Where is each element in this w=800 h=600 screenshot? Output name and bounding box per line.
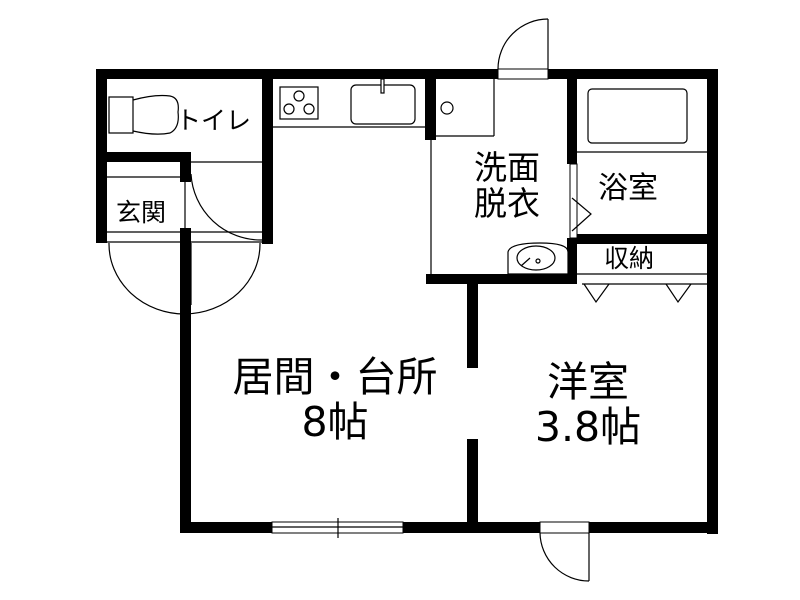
room-label-western-room-size: 3.8帖 (534, 403, 642, 452)
room-label-toilet: トイレ (176, 106, 252, 135)
entrance-inner-door[interactable] (190, 173, 263, 241)
room-label-living-kitchen-name: 居間・台所 (232, 353, 438, 401)
room-label-washroom: 洗面 脱衣 (462, 148, 552, 224)
room-label-western-room: 洋室 3.8帖 (518, 358, 658, 452)
interior-walls (96, 69, 718, 533)
living-window[interactable] (271, 518, 404, 538)
washing-machine-pan-icon (440, 101, 454, 115)
western-room-exterior-door[interactable] (539, 521, 590, 582)
room-label-storage: 収納 (604, 244, 655, 273)
room-label-living-kitchen: 居間・台所 8帖 (220, 353, 450, 447)
bathroom-folding-door (569, 163, 592, 239)
partition-lines (107, 79, 707, 275)
washroom-exterior-door[interactable] (497, 18, 549, 80)
folding-door-icon (582, 283, 707, 304)
toilet-icon (108, 94, 179, 135)
room-label-bathroom: 浴室 (598, 171, 658, 206)
kitchen-counter (273, 78, 425, 128)
room-label-washroom-line1: 洗面 (474, 148, 540, 187)
three-burner-stove-icon (279, 86, 319, 120)
room-label-washroom-line2: 脱衣 (474, 184, 540, 224)
room-label-entrance: 玄関 (116, 198, 167, 227)
entrance-door[interactable] (108, 242, 261, 315)
sink-icon (350, 78, 416, 125)
wash-basin-icon (507, 242, 569, 275)
room-label-living-kitchen-size: 8帖 (301, 398, 369, 447)
bathtub-icon (587, 88, 688, 144)
room-label-western-room-name: 洋室 (547, 358, 629, 406)
